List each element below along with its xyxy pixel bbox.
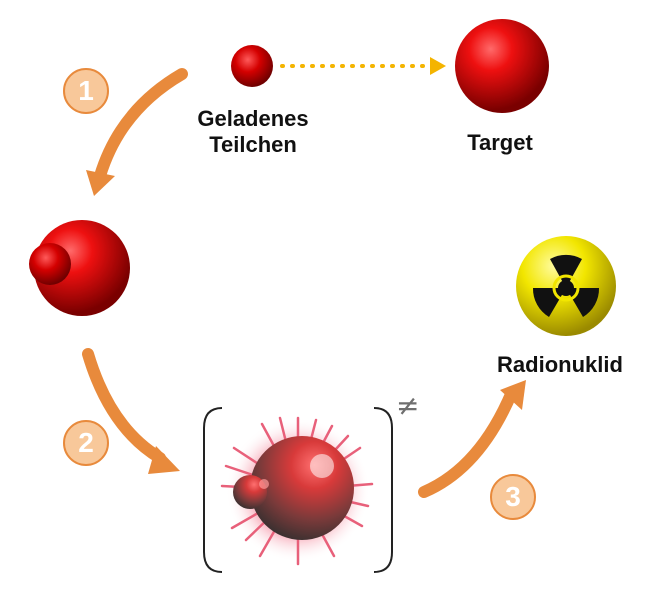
label-target: Target (467, 130, 533, 155)
label-charged-particle-line1: Geladenes (197, 106, 309, 131)
label-charged-particle: Geladenes Teilchen (178, 106, 328, 158)
compound-nucleus (29, 220, 130, 316)
arrow-step-1-head (86, 170, 115, 196)
step-3-badge: 3 (490, 474, 536, 520)
label-charged-particle-line2: Teilchen (209, 132, 297, 157)
charged-particle (231, 45, 273, 87)
excited-state-mark: ≠ (396, 389, 420, 422)
arrow-step-3 (418, 386, 518, 498)
arrow-step-1 (94, 68, 188, 182)
target-nucleus (455, 19, 549, 113)
label-radionuclide: Radionuklid (497, 352, 623, 377)
step-2-badge: 2 (63, 420, 109, 466)
radioactive-icon (516, 236, 616, 336)
arrow-step-3-head (500, 380, 526, 410)
arrow-step-2 (82, 348, 166, 464)
right-bracket (373, 407, 393, 573)
excited-nucleus-group (203, 407, 393, 573)
left-bracket (203, 407, 223, 573)
step-1-badge: 1 (63, 68, 109, 114)
dotted-arrow-head (430, 57, 446, 75)
arrow-step-2-head (148, 446, 180, 474)
